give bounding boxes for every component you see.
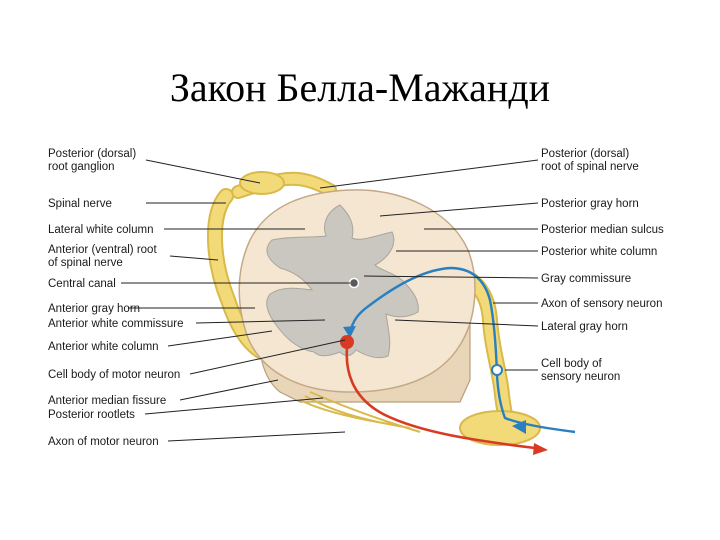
leader-line	[319, 159, 539, 189]
structure-label: Anterior white commissure	[48, 318, 183, 330]
structure-label-line: root of spinal nerve	[541, 161, 639, 173]
structure-label-line: Spinal nerve	[48, 198, 112, 210]
structure-label: Lateral white column	[48, 224, 153, 236]
structure-label-line: Cell body of	[541, 358, 603, 370]
structure-label: Posterior white column	[541, 246, 657, 258]
structure-label-line: Anterior median fissure	[48, 395, 166, 407]
gray-matter	[266, 204, 419, 359]
leader-line	[363, 275, 539, 279]
structure-label: Posterior (dorsal)root ganglion	[48, 148, 136, 173]
structure-label-line: Anterior white commissure	[48, 318, 183, 330]
structure-label: Lateral gray horn	[541, 321, 628, 333]
structure-label-line: Axon of motor neuron	[48, 436, 159, 448]
structure-label: Spinal nerve	[48, 198, 112, 210]
axon-of-sensory-neuron	[348, 266, 576, 434]
structure-label-line: Anterior (ventral) root	[48, 244, 157, 256]
leader-line	[144, 397, 324, 415]
structure-label-line: Posterior median sulcus	[541, 224, 664, 236]
structure-label: Gray commissure	[541, 273, 631, 285]
leader-line	[195, 319, 326, 324]
structure-label-line: Posterior (dorsal)	[541, 148, 629, 160]
sensory-input-arrowhead	[512, 420, 526, 434]
structure-label: Central canal	[48, 278, 116, 290]
structure-label-line: Lateral white column	[48, 224, 153, 236]
structure-label-line: Central canal	[48, 278, 116, 290]
structure-label-line: Posterior gray horn	[541, 198, 639, 210]
slide-title: Закон Белла-Мажанди	[169, 65, 551, 110]
leader-line	[167, 431, 346, 442]
posterior-root-ganglion	[239, 171, 285, 195]
structure-label: Posterior gray horn	[541, 198, 639, 210]
structure-label-line: sensory neuron	[541, 371, 620, 383]
leader-line	[379, 202, 539, 217]
spinal-nerve-trunk	[459, 410, 541, 446]
structure-label-line: Anterior white column	[48, 341, 159, 353]
structure-label: Posterior (dorsal)root of spinal nerve	[541, 148, 639, 173]
diagram-artwork	[206, 171, 576, 455]
structure-label: Axon of motor neuron	[48, 436, 159, 448]
sensory-neuron-cell-body	[491, 364, 503, 376]
central-canal	[348, 277, 360, 289]
structure-label: Posterior median sulcus	[541, 224, 664, 236]
structure-label-line: Gray commissure	[541, 273, 631, 285]
motor-axon-arrowhead	[533, 443, 548, 455]
structure-label-line: Axon of sensory neuron	[541, 298, 662, 310]
structure-label: Anterior median fissure	[48, 395, 166, 407]
leader-lines	[121, 159, 539, 442]
leader-line	[167, 330, 273, 347]
structure-label: Cell body of motor neuron	[48, 369, 180, 381]
structure-label: Posterior rootlets	[48, 409, 135, 421]
structure-label-line: Lateral gray horn	[541, 321, 628, 333]
structure-label-line: Cell body of motor neuron	[48, 369, 180, 381]
anterior-rootlets	[299, 391, 421, 433]
sensory-axon-arrowhead	[343, 326, 356, 338]
structure-label-line: of spinal nerve	[48, 257, 123, 269]
leader-line	[394, 319, 539, 327]
leader-line	[145, 159, 261, 184]
structure-label: Anterior gray horn	[48, 303, 140, 315]
structure-label-line: Posterior rootlets	[48, 409, 135, 421]
structure-label-line: root ganglion	[48, 161, 115, 173]
axon-of-motor-neuron	[345, 347, 536, 450]
motor-neuron-cell-body	[340, 335, 354, 349]
leader-line	[189, 339, 346, 375]
structure-label: Axon of sensory neuron	[541, 298, 662, 310]
structure-label-line: Anterior gray horn	[48, 303, 140, 315]
leader-line	[169, 255, 219, 261]
structure-label-line: Posterior white column	[541, 246, 657, 258]
leader-line	[179, 379, 279, 401]
structure-label-line: Posterior (dorsal)	[48, 148, 136, 160]
structure-label: Anterior white column	[48, 341, 159, 353]
